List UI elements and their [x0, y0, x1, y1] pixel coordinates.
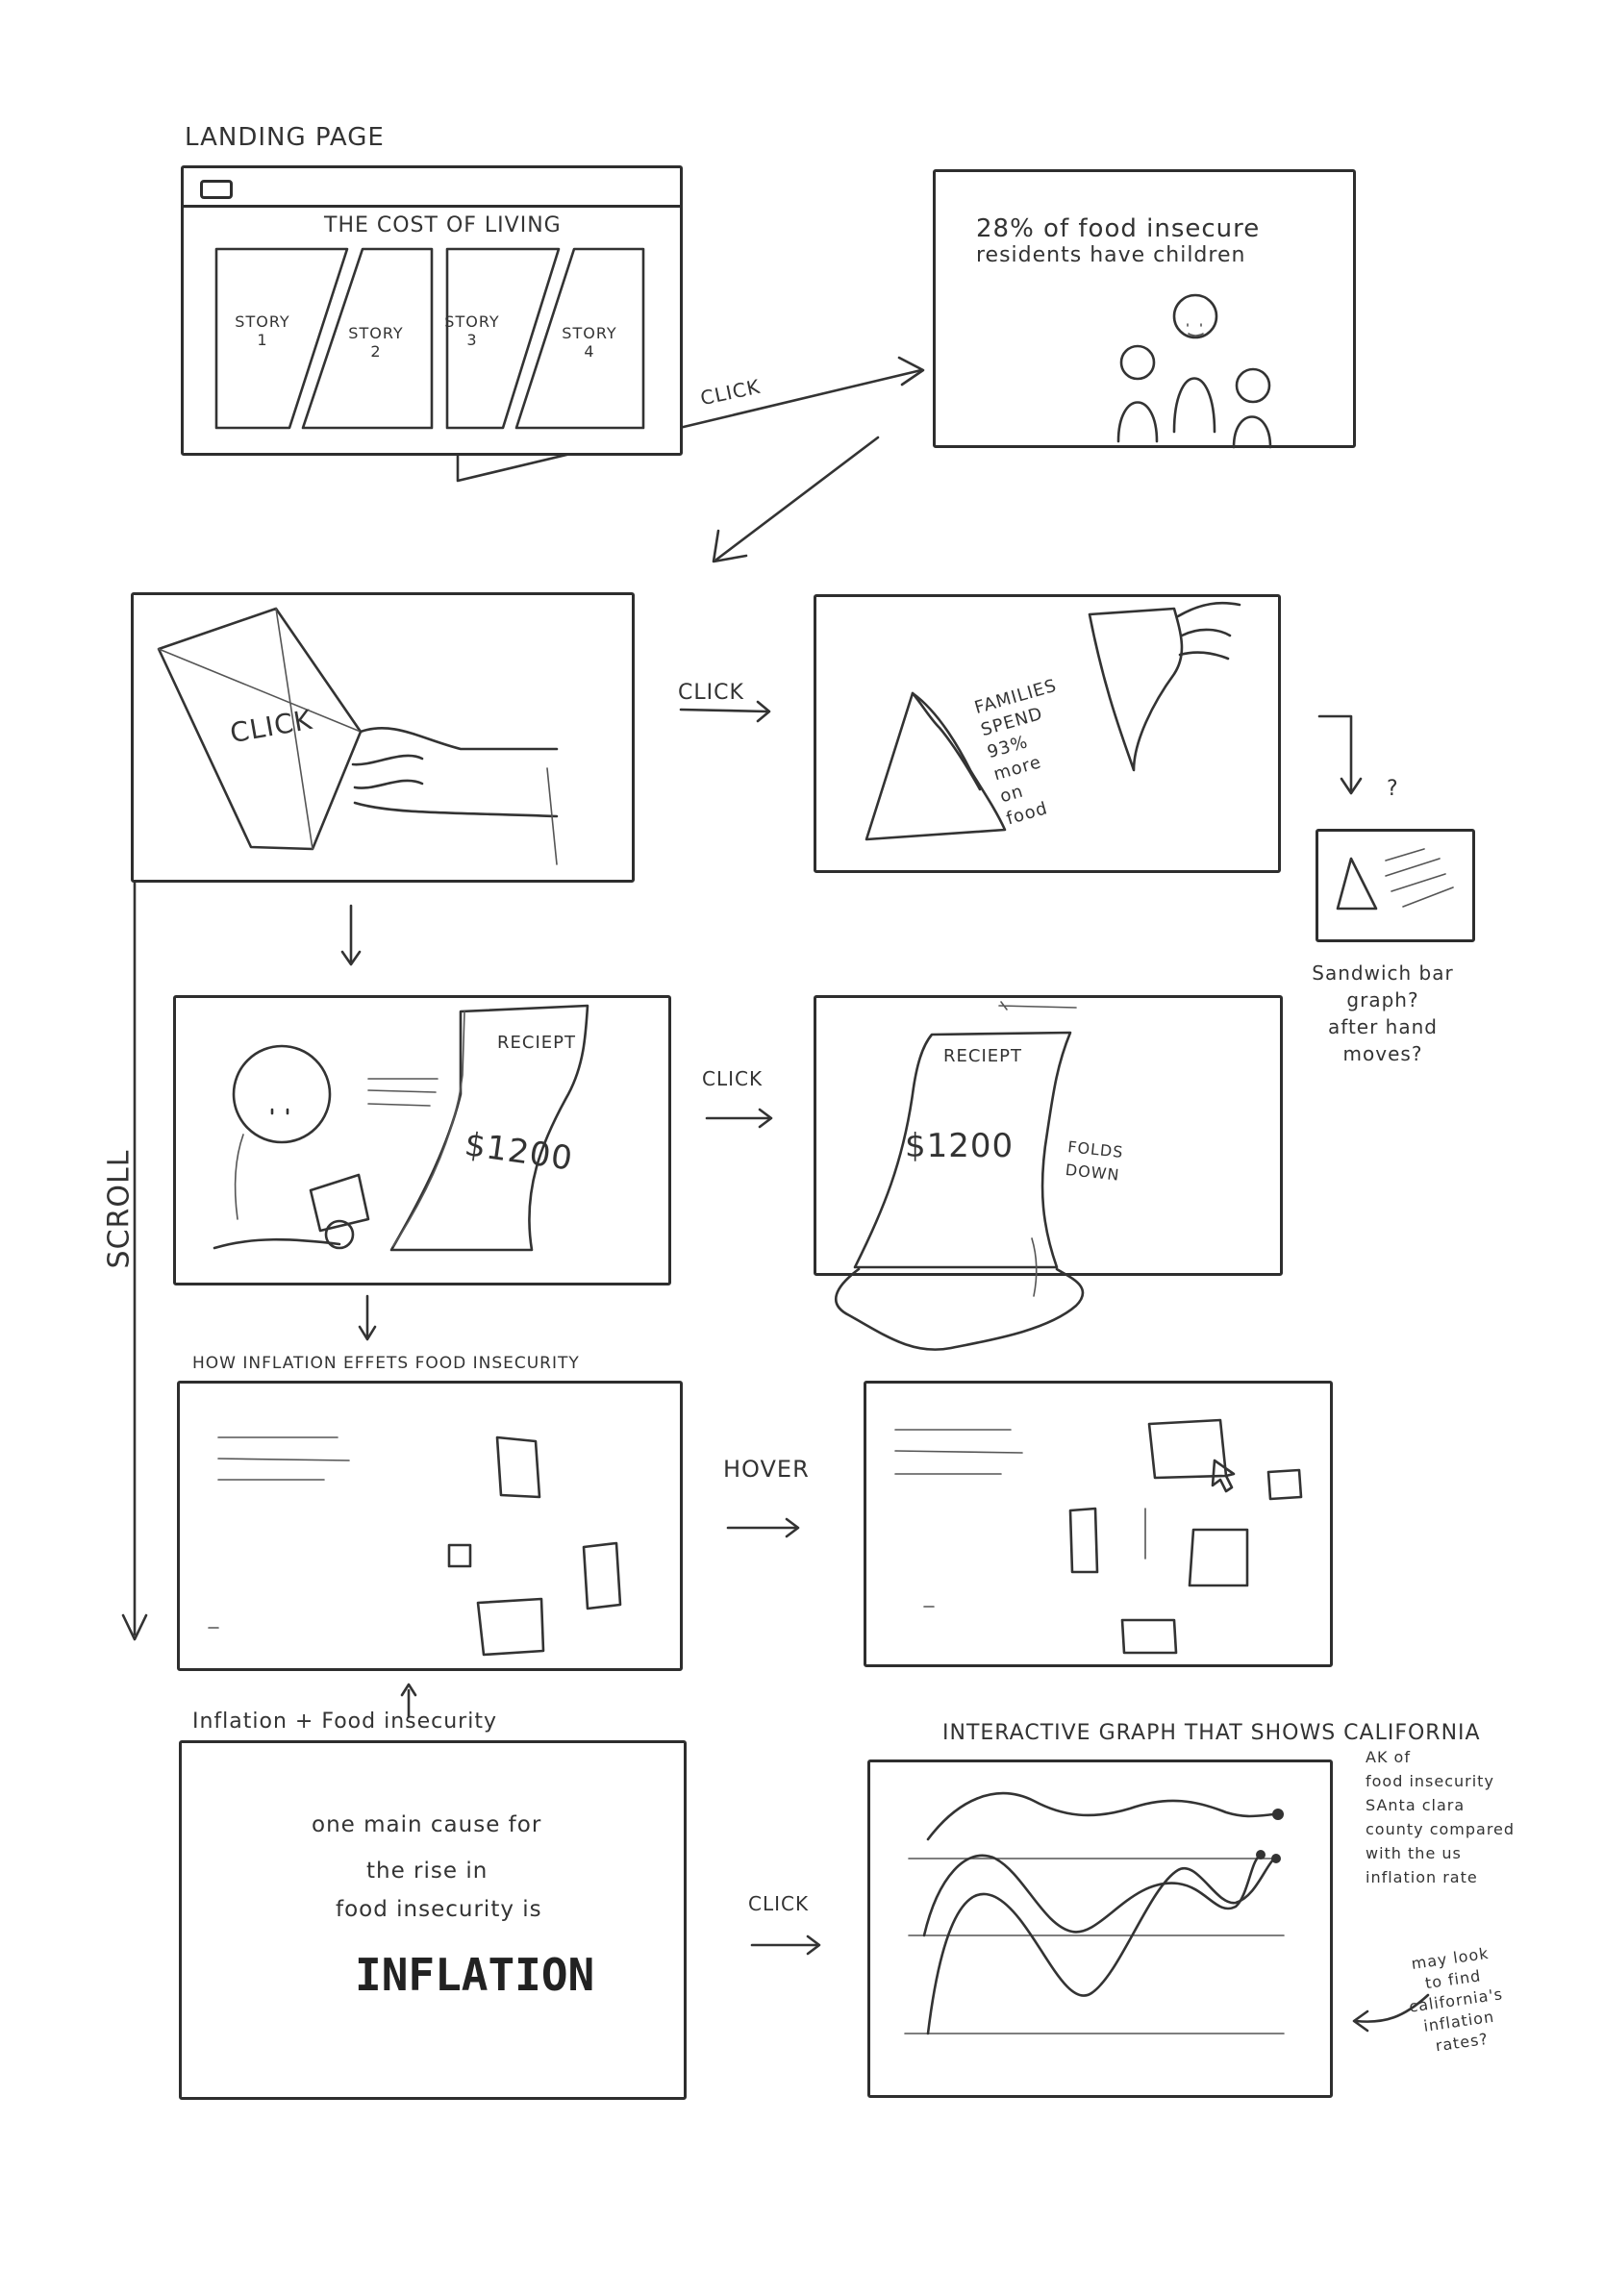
inflation-food-label: Inflation + Food insecurity — [192, 1710, 497, 1734]
bag-frame: CLICK — [131, 592, 635, 883]
inflation-big-word: INFLATION — [355, 1949, 595, 2001]
sandwich-halves-drawing — [865, 601, 1241, 841]
story-panel-4 — [514, 247, 645, 430]
line-graph-sketch — [904, 1791, 1285, 2035]
inflation-frame: one main cause for the rise in food inse… — [179, 1740, 687, 2100]
receipt-title: RECIEPT — [497, 1033, 576, 1053]
landing-title: THE COST OF LIVING — [324, 213, 562, 237]
person-receipt-drawing — [213, 1004, 589, 1252]
story-panels — [214, 247, 645, 430]
story-panel-1 — [214, 247, 349, 430]
bar-graph-sketch — [1336, 848, 1454, 911]
graph-frame — [867, 1759, 1333, 2098]
receipt-fold-frame: RECIEPT $1200 FOLDS DOWN — [814, 995, 1283, 1351]
receipt-fold-amount: $1200 — [905, 1127, 1015, 1165]
inflation-rates-note: may look to find california's inflation … — [1408, 1943, 1505, 2056]
click-label-receipt: CLICK — [702, 1067, 764, 1090]
graph-title-label: INTERACTIVE GRAPH THAT SHOWS CALIFORNIA — [942, 1721, 1481, 1745]
click-label-bag: CLICK — [678, 681, 744, 705]
inflation-effects-label: HOW INFLATION EFFETS FOOD INSECURITY — [192, 1354, 580, 1373]
sandwich-bar-graph-thumb — [1316, 829, 1475, 942]
paper-bag-hand-drawing — [157, 607, 559, 865]
receipt-frame: RECIEPT $1200 — [173, 995, 671, 1285]
family-figures-icon — [1116, 293, 1272, 449]
stat-line-2: residents have children — [976, 243, 1246, 267]
browser-bar — [184, 168, 680, 208]
effects-frame — [177, 1381, 683, 1671]
hovered-cards-drawing — [894, 1418, 1303, 1655]
hover-label: HOVER — [723, 1456, 810, 1483]
browser-tab-icon — [200, 180, 233, 199]
graph-side-note: AK of food insecurity SAnta clara county… — [1366, 1748, 1516, 1886]
folds-down-note: FOLDS DOWN — [1064, 1137, 1125, 1185]
story-panel-3 — [445, 247, 561, 430]
landing-page-label: LANDING PAGE — [185, 123, 385, 152]
stat-frame: 28% of food insecure residents have chil… — [933, 169, 1356, 449]
inflation-line-3: food insecurity is — [336, 1897, 542, 1922]
sandwich-frame: FAMILIES SPEND 93% more on food — [814, 594, 1281, 873]
receipt-fold-title: RECIEPT — [943, 1046, 1022, 1066]
sandwich-question-mark: ? — [1387, 777, 1399, 801]
scattered-cards-drawing — [208, 1435, 622, 1657]
receipt-fold-drawing — [835, 1001, 1085, 1351]
click-label-inflation: CLICK — [748, 1892, 810, 1915]
scroll-label: SCROLL — [102, 1149, 137, 1269]
story-panel-2 — [301, 247, 434, 430]
inflation-line-1: one main cause for — [312, 1812, 542, 1837]
effects-hover-frame — [864, 1381, 1333, 1667]
inflation-line-2: the rise in — [366, 1859, 489, 1884]
stat-line-1: 28% of food insecure — [976, 214, 1261, 243]
sandwich-note: Sandwich bar graph? after hand moves? — [1312, 961, 1454, 1065]
